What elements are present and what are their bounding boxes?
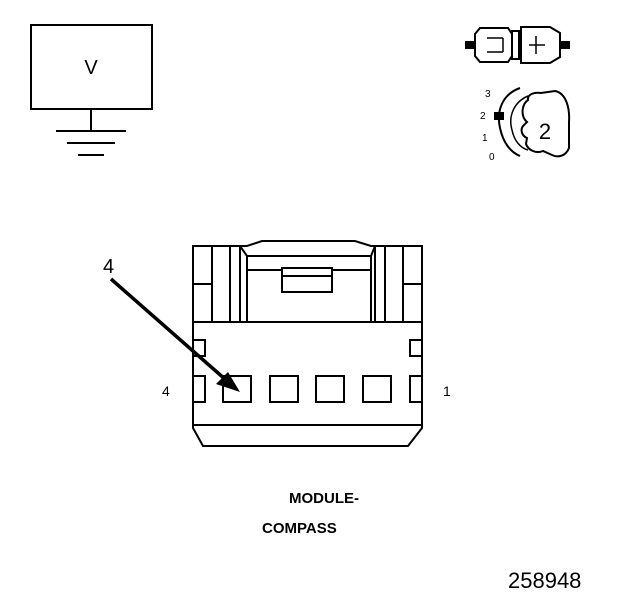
ground-icon	[56, 109, 126, 156]
cavity	[315, 375, 345, 403]
callout-arrow	[109, 277, 240, 392]
cavity	[362, 375, 392, 403]
probe-scale-0: 0	[489, 152, 495, 163]
connector-name-line2: COMPASS	[262, 520, 337, 537]
probe-scale-1: 1	[482, 133, 488, 144]
pin-left-label: 4	[162, 383, 170, 399]
callout-label: 4	[103, 256, 114, 278]
pin-right-label: 1	[443, 383, 451, 399]
probe-position-label: 2	[539, 119, 551, 144]
voltmeter-symbol: V	[30, 24, 153, 156]
terminal-probe-icon	[465, 26, 570, 64]
cavity	[269, 375, 299, 403]
probe-scale-3: 3	[485, 89, 491, 100]
connector-face	[192, 240, 423, 447]
probe-position-icon: 3 2 1 0 2	[480, 87, 571, 163]
connector-name-line1: MODULE-	[289, 490, 359, 507]
connector-cavities	[222, 375, 392, 403]
meter-label: V	[84, 57, 98, 79]
figure-id: 258948	[508, 568, 581, 593]
probe-scale-2: 2	[480, 111, 486, 122]
